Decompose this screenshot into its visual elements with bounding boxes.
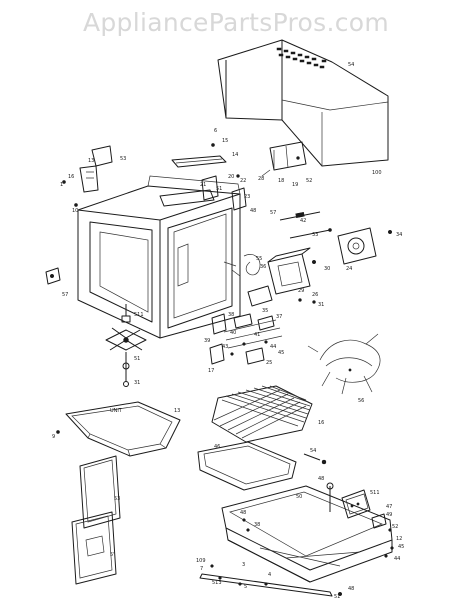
callout-interlock-d: 40 [230,330,236,336]
hv-diode-part[interactable] [279,211,332,239]
relay-assembly-part[interactable] [201,174,247,211]
callout-interlock-b: 38 [228,312,234,318]
callout-base-n: 5 [244,584,247,590]
callout-wiring-b: 56 [358,398,364,404]
callout-relay-d: 57 [270,210,276,216]
broiler-pan-part[interactable] [197,441,327,491]
callout-cap-b: 19 [292,182,298,188]
callout-fuse-b: 42 [300,218,306,224]
left-switch-bracket-part[interactable] [62,145,113,207]
door-panel-b-part[interactable] [71,511,117,585]
callout-base-d: 48 [318,476,324,482]
callout-transformer-d: 31 [318,302,324,308]
callout-latch-bar: 14 [232,152,238,158]
callout-cap-c: 52 [306,178,312,184]
callout-interlock-h: 39 [204,338,210,344]
callout-interlock-e: 41 [254,332,260,338]
callout-labels: 54 6 100 15 14 53 1 16 13 10 18 19 52 28… [52,62,404,600]
callout-base-m: 513 [212,580,222,586]
callout-base-f: 12 [396,536,402,542]
oven-rack-part[interactable] [211,385,313,443]
callout-bracket-left-c: 10 [72,208,78,214]
callout-motor-a: 34 [396,232,402,238]
callout-transformer-b: 29 [298,288,304,294]
callout-cover-bottom: 100 [372,170,382,176]
callout-pan-screw: 54 [310,448,316,454]
callout-bracket-left-b: 13 [88,158,94,164]
callout-relay-b: 23 [244,194,250,200]
door-hinge-part[interactable] [45,267,61,285]
callout-screw-left: 1 [60,182,63,188]
callout-interlock-f: 44 [270,344,276,350]
callout-base-a: 511 [370,490,380,496]
base-plate-part[interactable] [199,482,394,597]
callout-transformer-c: 26 [312,292,318,298]
door-latch-bar-part[interactable] [171,143,227,168]
callout-interlock-a: 37 [276,314,282,320]
callout-interlock-k: 17 [208,368,214,374]
callout-tray-screw: 9 [52,434,55,440]
callout-base-j: 38 [254,522,260,528]
wiring-harness-part[interactable] [307,333,381,395]
callout-base-g: 45 [398,544,404,550]
callout-cabinet-cover: 54 [348,62,354,68]
svg-text:UNIT: UNIT [110,408,123,414]
callout-latch-top: 15 [222,138,228,144]
fan-motor-part[interactable] [337,227,393,265]
hv-capacitor-part[interactable] [261,141,307,177]
callout-switch-left: 53 [120,156,126,162]
callout-door-panel-a: 53 [114,496,120,502]
callout-pan: 46 [214,444,220,450]
callout-door-panel-b: 5" [110,552,115,558]
door-panel-a-part[interactable] [79,455,121,529]
callout-hinge-left: 57 [62,292,68,298]
callout-base-b: 52 [392,524,398,530]
callout-base-i: 48 [240,510,246,516]
callout-cap-e: 21 [200,182,206,188]
callout-stirrer-c: 31 [134,380,140,386]
callout-rack: 16 [318,420,324,426]
callout-stirrer-a: 511 [134,312,144,318]
callout-relay-c: 48 [250,208,256,214]
callout-fuse-a: 33 [312,232,318,238]
callout-cap-f: 20 [228,174,234,180]
callout-wiring-a: 55 [256,256,262,262]
callout-magnetron: 30 [324,266,330,272]
callout-base-c: 49 [386,512,392,518]
callout-base-p: 3 [242,562,245,568]
callout-base-e: 47 [386,504,392,510]
callout-interlock-c: 35 [262,308,268,314]
callout-cap-d: 28 [258,176,264,182]
callout-relay-a: 51 [216,186,222,192]
oven-cavity-part[interactable] [77,175,241,339]
callout-interlock-j: 45 [278,350,284,356]
callout-base-h: 44 [394,556,400,562]
callout-cap-a: 18 [278,178,284,184]
callout-motor-b: 24 [346,266,352,272]
transformer-part[interactable] [247,247,317,307]
site-watermark: AppliancePartsPros.com [82,8,390,37]
callout-stirrer-b: 51 [134,356,140,362]
callout-base-o: 4 [268,572,271,578]
callout-bracket-left-a: 16 [68,174,74,180]
stirrer-fan-part[interactable] [105,304,147,387]
cabinet-cover-part[interactable] [217,39,389,167]
callout-cap-g: 22 [240,178,246,184]
callout-tray: 13 [174,408,180,414]
callout-interlock-g: 43 [222,344,228,350]
glass-tray-part[interactable]: UNIT [56,401,181,457]
callout-cover-front: 6 [214,128,217,134]
callout-transformer-a: 36 [260,264,266,270]
callout-base-q: 51 [334,594,340,600]
callout-base-r: 48 [348,586,354,592]
interlock-switches-part[interactable] [209,313,283,365]
callout-base-k: 109 [196,558,206,564]
callout-interlock-i: 25 [266,360,272,366]
callout-base-l: 7 [200,566,203,572]
callout-base-plate: 50 [296,494,302,500]
center-wiring-part[interactable] [223,254,261,277]
